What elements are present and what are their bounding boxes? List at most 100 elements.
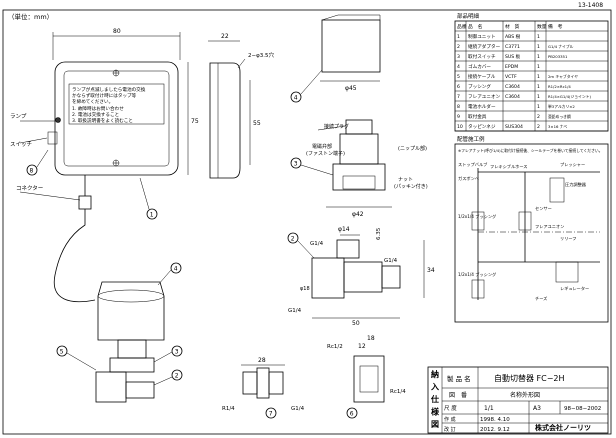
parts-cell: C3771	[505, 44, 520, 50]
parts-cell: ブッシング	[468, 83, 491, 90]
parts-cell: 7	[457, 94, 460, 100]
label-nipple: (ニップル部)	[398, 145, 427, 152]
balloon-1: 1	[150, 212, 154, 219]
tb-scale-label: 尺 度	[444, 404, 457, 412]
balloon-7: 7	[269, 411, 273, 418]
parts-cell: 4	[457, 64, 460, 70]
valve-view: φ42 接続プラグ 電磁弁部 (ファストン端子) (ニップル部) ナット (パッ…	[290, 119, 428, 218]
assembly-view: 4 5 3 2	[56, 262, 183, 403]
parts-cell: 10	[457, 124, 463, 130]
caution-line-6: 3. 取扱説明書をよく読むこと	[72, 117, 133, 124]
parts-cell: 6	[457, 84, 460, 90]
part7-left: R1/4	[222, 406, 235, 412]
stamp-char: 様	[431, 407, 440, 417]
part7-right: G1/4	[291, 406, 305, 412]
piping-title: 配管施工例	[457, 135, 485, 143]
front-view: 80 ランプが点滅しましたら電池の交換 かならず取付け時にはタップ等 を締めてく…	[10, 28, 199, 303]
tb-name-value: 自動切替器 FC−2H	[494, 373, 565, 383]
parts-cell: 電池ホルダー	[468, 103, 496, 110]
piping-label: 1/2x1/4 ブッシング	[458, 271, 496, 278]
piping-label: チーズ	[535, 295, 547, 302]
connector	[78, 195, 92, 210]
port-g3: G1/4	[288, 308, 302, 314]
tb-drawing-label: 名称外形図	[510, 391, 540, 399]
label-plug: 接続プラグ	[324, 123, 349, 130]
parts-cell: VCTF	[505, 74, 517, 80]
parts-cell: 1	[457, 34, 460, 40]
parts-table-title: 部品明細	[457, 12, 480, 20]
dim-part6-a: 18	[367, 335, 375, 342]
dim-width: 80	[113, 28, 121, 35]
parts-cell: 2	[537, 114, 540, 120]
stamp-char: 仕	[430, 394, 439, 404]
dim-dia-top: φ45	[345, 85, 357, 92]
dim-adapter-h: 34	[427, 267, 435, 274]
label-nut: ナット	[398, 177, 413, 183]
parts-cell: 3	[457, 54, 460, 60]
dim-hole: 2−φ3.5穴	[248, 51, 274, 59]
stamp-char: 納	[431, 369, 439, 379]
piping-label: ガスボンベ	[458, 175, 479, 182]
side-view: 22 55 2−φ3.5穴	[208, 33, 274, 179]
label-packing: (パッキン付き)	[394, 183, 428, 190]
label-faston: (ファストン端子)	[306, 150, 345, 157]
piping-label: プレッシャー	[560, 162, 585, 168]
balloon-2a: 2	[291, 236, 295, 243]
parts-cell: 1	[537, 94, 540, 100]
tb-code-label: 図 番	[449, 392, 467, 399]
tb-rev-label: 改 訂	[444, 426, 456, 433]
parts-cell: ABS 樹	[505, 33, 521, 40]
cover-view: φ45 4	[290, 14, 381, 103]
port-g1: G1/4	[310, 241, 324, 247]
parts-cell: 5	[457, 74, 460, 80]
tb-drawing-no: 98−08−2002	[564, 406, 601, 412]
piping-label: フレキシブルホース	[490, 163, 527, 169]
parts-cell: 取付金具	[468, 113, 487, 120]
caution-line-3: を締めてください。	[72, 98, 113, 105]
dim-part7: 28	[258, 357, 266, 364]
dim-d2: 6.35	[376, 227, 382, 240]
stamp-char: 図	[431, 420, 439, 429]
tb-size-value: A3	[533, 405, 541, 412]
caution-line-2: かならず取付け時にはタップ等	[72, 92, 137, 99]
part6-side: Rc1/4	[390, 389, 406, 395]
parts-cell: 1	[537, 104, 540, 110]
caution-line-1: ランプが点滅しましたら電池の交換	[72, 86, 146, 93]
parts-cell: フレアユニオン	[468, 94, 501, 100]
parts-cell: 8	[457, 104, 460, 110]
piping-diagram: 配管施工例 ※フレアナット(呼び1/4)に取付け接続後、シールテープを巻いて接続…	[454, 135, 609, 323]
part7-view: 28 R1/4 G1/4 7	[222, 357, 305, 419]
parts-cell: 2m キャブタイヤ	[548, 74, 578, 79]
tb-rev-date: 2012. 9.12	[480, 427, 510, 433]
dim-height: 75	[191, 118, 199, 125]
parts-cell: タッピンネジ	[468, 123, 496, 130]
unit-note: （単位：mm）	[8, 12, 53, 21]
dim-dia-bot: φ42	[352, 211, 364, 218]
dim-part6-b: 12	[358, 343, 366, 350]
parts-header: 材 質	[505, 23, 520, 30]
parts-cell: ゴムカバー	[468, 63, 491, 70]
adapter-view: φ14 6.35 50 34 G1/4 G1/4 G1/4 φ18 2	[287, 226, 435, 327]
port-g2: G1/4	[384, 258, 398, 264]
parts-header: 品 名	[468, 23, 483, 30]
tb-draw-date: 1998. 4.10	[480, 417, 510, 423]
parts-cell: EPDM	[505, 64, 518, 70]
piping-label: 1/2x1/4 ブッシング	[458, 213, 496, 220]
balloon-3: 3	[294, 161, 298, 168]
tb-name-label: 製 品 名	[447, 374, 471, 383]
caution-line-5: 2. 電池は交換すること	[72, 111, 119, 118]
parts-cell: 9	[457, 114, 460, 120]
parts-cell: 1	[537, 64, 540, 70]
parts-cell: SUS304	[505, 124, 523, 130]
parts-cell: SUS 板	[505, 53, 521, 60]
parts-cell: 継続アダプター	[468, 43, 501, 50]
parts-cell: C3604	[505, 84, 520, 90]
piping-label: ストップバルブ	[458, 161, 488, 168]
side-body	[209, 62, 241, 179]
piping-label: 圧力調整器	[565, 181, 587, 188]
balloon-3b: 3	[175, 349, 179, 356]
unit-body	[54, 61, 179, 176]
balloon-5: 5	[60, 349, 64, 356]
